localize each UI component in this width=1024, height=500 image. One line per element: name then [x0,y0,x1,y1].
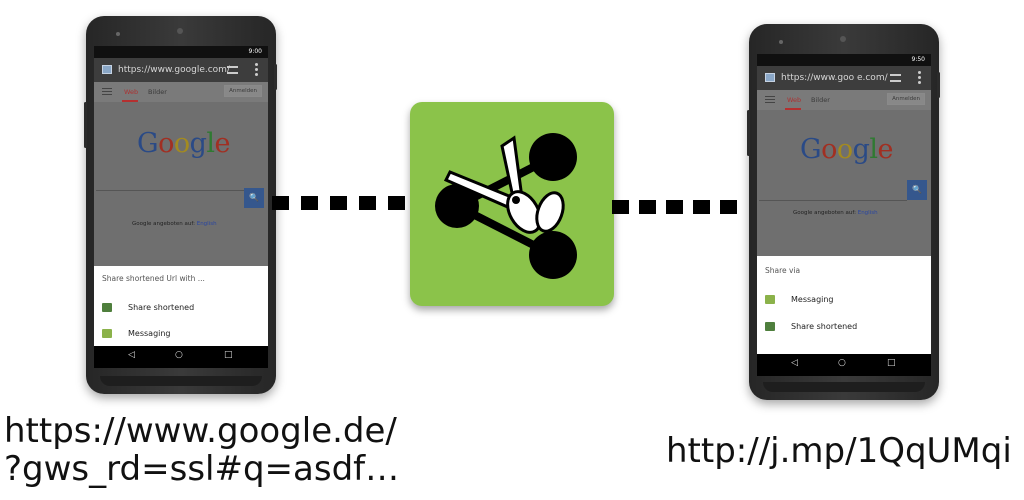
share-item-messaging[interactable]: Messaging [765,292,923,310]
url-shortener-icon [102,303,112,312]
long-url-line-2: ?gws_rd=ssl#q=asdf… [4,449,400,489]
favicon-icon [102,65,112,74]
signin-button[interactable]: Anmelden [224,85,262,97]
language-link[interactable]: English [857,210,878,216]
status-bar: 9:50 [757,54,931,66]
url-shortener-app-icon [410,102,614,306]
home-icon[interactable]: ○ [175,350,183,360]
search-input[interactable] [759,200,907,201]
search-icon: 🔍 [912,185,922,194]
hamburger-icon[interactable] [102,88,112,95]
sensor-dot [779,40,783,44]
home-icon[interactable]: ○ [838,358,846,368]
share-sheet-title: Share shortened Url with ... [102,274,205,283]
share-item-messaging[interactable]: Messaging [102,326,260,344]
search-button[interactable]: 🔍 [907,180,927,200]
search-input[interactable] [96,190,244,191]
share-sheet: Share via Messaging Share shortened [757,256,931,354]
earpiece [840,36,846,42]
url-text[interactable]: https://www.google.com/ [118,65,230,75]
left-connector [272,196,405,210]
tab-web[interactable]: Web [787,96,802,104]
overflow-menu-icon[interactable] [255,63,258,77]
nav-bar: ◁ ○ □ [94,346,268,368]
google-logo: Google [800,134,894,165]
favicon-icon [765,73,775,82]
tabs-icon[interactable] [890,74,901,82]
status-bar: 9:00 [94,46,268,58]
share-sheet: Share shortened Url with ... Share short… [94,266,268,346]
url-bar[interactable]: https://www.goo e.com/ [757,66,931,90]
right-connector [612,200,737,214]
back-icon[interactable]: ◁ [128,350,135,360]
phone-chin [100,376,262,386]
signin-button[interactable]: Anmelden [887,93,925,105]
google-nav: Web Bilder Anmelden [757,90,931,110]
left-screen: 9:00 https://www.google.com/ Web Bilder … [94,46,268,368]
long-url-line-1: https://www.google.de/ [4,411,397,451]
offered-in-text: Google angeboten auf: English [132,221,217,227]
right-screen: 9:50 https://www.goo e.com/ Web Bilder A… [757,54,931,376]
share-item-shortened[interactable]: Share shortened [765,319,923,337]
offered-in-text: Google angeboten auf: English [793,210,878,216]
share-item-shortened[interactable]: Share shortened [102,300,260,318]
url-shortener-icon [765,322,775,331]
recents-icon[interactable]: □ [887,358,896,368]
sensor-dot [116,32,120,36]
messaging-icon [765,295,775,304]
back-icon[interactable]: ◁ [791,358,798,368]
recents-icon[interactable]: □ [224,350,233,360]
volume-button [84,102,87,148]
google-logo: Google [137,128,231,159]
earpiece [177,28,183,34]
search-button[interactable]: 🔍 [244,188,264,208]
status-time: 9:00 [248,48,262,55]
phone-chin [763,382,925,392]
google-nav: Web Bilder Anmelden [94,82,268,102]
nav-bar: ◁ ○ □ [757,354,931,376]
status-time: 9:50 [911,56,925,63]
power-button [274,64,277,90]
tab-web[interactable]: Web [124,88,139,96]
volume-button [747,110,750,156]
tabs-icon[interactable] [227,66,238,74]
active-tab-indicator [122,100,138,102]
search-icon: 🔍 [249,193,259,202]
language-link[interactable]: English [196,221,217,227]
url-bar[interactable]: https://www.google.com/ [94,58,268,82]
scissors-share-icon [435,133,577,279]
messaging-icon [102,329,112,338]
left-phone: 9:00 https://www.google.com/ Web Bilder … [84,16,277,394]
active-tab-indicator [785,108,801,110]
share-sheet-title: Share via [765,266,801,275]
url-text[interactable]: https://www.goo e.com/ [781,73,888,83]
power-button [937,72,940,98]
right-phone: 9:50 https://www.goo e.com/ Web Bilder A… [747,24,940,400]
long-url-caption: https://www.google.de/ ?gws_rd=ssl#q=asd… [4,412,399,488]
tab-images[interactable]: Bilder [148,88,167,96]
short-url-caption: http://j.mp/1QqUMqi [666,431,1012,471]
overflow-menu-icon[interactable] [918,71,921,85]
hamburger-icon[interactable] [765,96,775,103]
tab-images[interactable]: Bilder [811,96,830,104]
